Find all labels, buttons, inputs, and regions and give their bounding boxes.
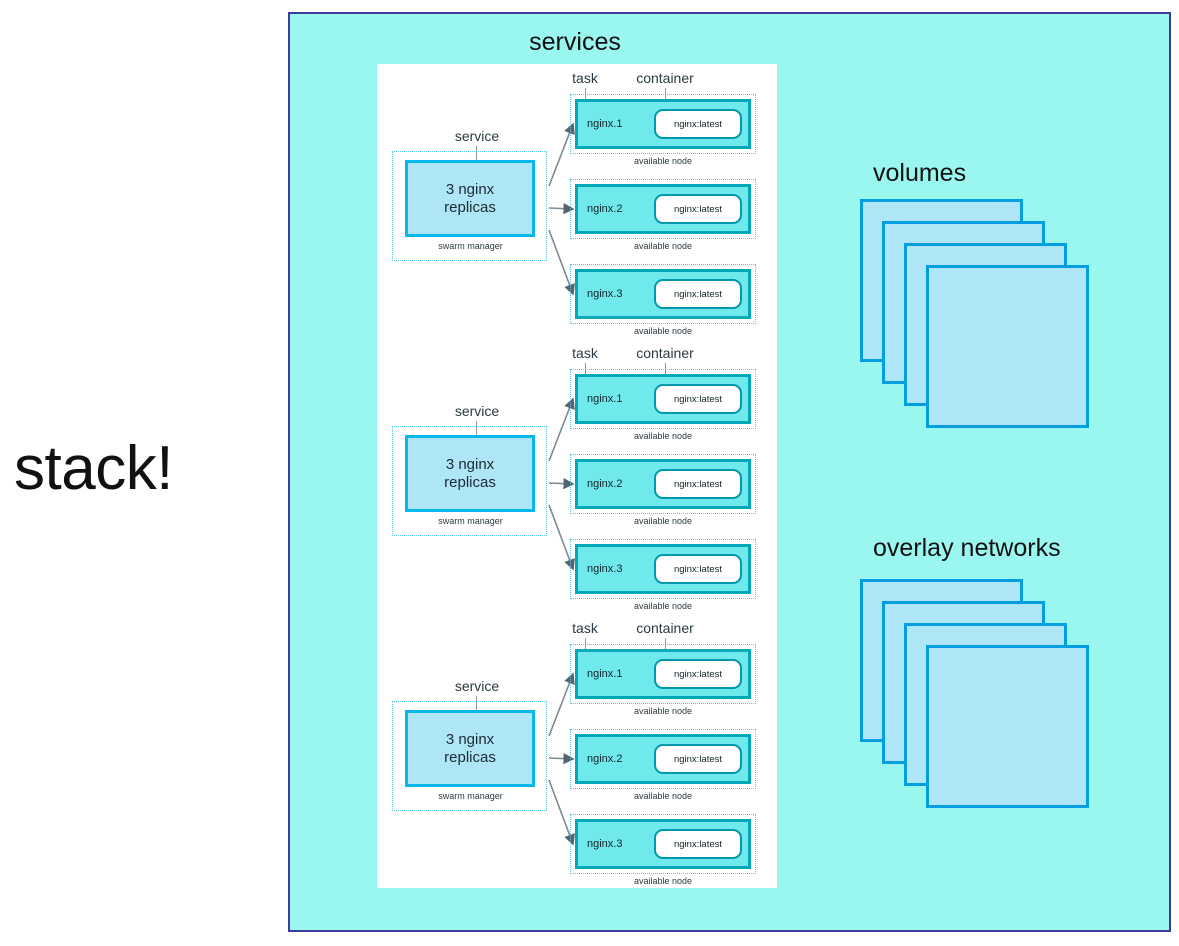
service-box-label: 3 nginx replicas xyxy=(444,456,496,491)
volume-card[interactable] xyxy=(926,265,1089,428)
available-node-label: available node xyxy=(633,431,693,441)
available-node-label: available node xyxy=(633,156,693,166)
service-box[interactable]: 3 nginx replicas xyxy=(405,435,535,512)
container-box[interactable]: nginx:latest xyxy=(654,829,742,859)
container-box[interactable]: nginx:latest xyxy=(654,279,742,309)
container-image-name: nginx:latest xyxy=(673,563,723,575)
container-box[interactable]: nginx:latest xyxy=(654,109,742,139)
service-group: task container service 3 nginx replicas … xyxy=(377,341,777,611)
service-box[interactable]: 3 nginx replicas xyxy=(405,160,535,237)
task-name: nginx.1 xyxy=(587,668,623,680)
service-replicas-line2: replicas xyxy=(444,748,496,766)
service-box-label: 3 nginx replicas xyxy=(444,181,496,216)
container-image-name: nginx:latest xyxy=(673,288,723,300)
service-group: task container service 3 nginx replicas … xyxy=(377,66,777,336)
container-image-name: nginx:latest xyxy=(673,203,723,215)
container-image-name: nginx:latest xyxy=(673,393,723,405)
available-node-label: available node xyxy=(633,791,693,801)
task-heading: task xyxy=(572,620,598,636)
service-replicas-line1: 3 nginx xyxy=(445,455,495,473)
container-box[interactable]: nginx:latest xyxy=(654,384,742,414)
volumes-heading: volumes xyxy=(873,159,967,187)
task-box[interactable]: nginx.3 nginx:latest xyxy=(575,269,751,319)
available-node-label: available node xyxy=(633,326,693,336)
service-group: task container service 3 nginx replicas … xyxy=(377,616,777,886)
services-heading: services xyxy=(529,28,621,56)
available-node-label: available node xyxy=(633,876,693,886)
container-image-name: nginx:latest xyxy=(673,753,723,765)
task-box[interactable]: nginx.1 nginx:latest xyxy=(575,649,751,699)
available-node-label: available node xyxy=(633,706,693,716)
swarm-manager-label: swarm manager xyxy=(438,241,503,251)
swarm-manager-boundary: 3 nginx replicas swarm manager xyxy=(392,701,547,811)
task-box[interactable]: nginx.3 nginx:latest xyxy=(575,819,751,869)
available-node: nginx.3 nginx:latest xyxy=(570,264,756,324)
task-name: nginx.2 xyxy=(587,478,623,490)
available-node-label: available node xyxy=(633,516,693,526)
page-title: stack! xyxy=(14,434,173,503)
task-box[interactable]: nginx.3 nginx:latest xyxy=(575,544,751,594)
container-image-name: nginx:latest xyxy=(673,668,723,680)
service-heading: service xyxy=(454,678,500,694)
overlay-network-card[interactable] xyxy=(926,645,1089,808)
service-replicas-line1: 3 nginx xyxy=(445,730,495,748)
task-name: nginx.3 xyxy=(587,563,623,575)
task-box[interactable]: nginx.2 nginx:latest xyxy=(575,184,751,234)
swarm-manager-boundary: 3 nginx replicas swarm manager xyxy=(392,151,547,261)
container-image-name: nginx:latest xyxy=(673,478,723,490)
container-box[interactable]: nginx:latest xyxy=(654,659,742,689)
available-node: nginx.2 nginx:latest xyxy=(570,729,756,789)
task-box[interactable]: nginx.2 nginx:latest xyxy=(575,459,751,509)
container-image-name: nginx:latest xyxy=(673,838,723,850)
task-box[interactable]: nginx.2 nginx:latest xyxy=(575,734,751,784)
available-node: nginx.2 nginx:latest xyxy=(570,179,756,239)
swarm-manager-boundary: 3 nginx replicas swarm manager xyxy=(392,426,547,536)
available-node: nginx.3 nginx:latest xyxy=(570,539,756,599)
task-heading: task xyxy=(572,70,598,86)
container-heading: container xyxy=(636,70,694,86)
swarm-manager-label: swarm manager xyxy=(438,516,503,526)
service-replicas-line2: replicas xyxy=(444,198,496,216)
overlay-networks-heading: overlay networks xyxy=(873,534,1061,562)
task-box[interactable]: nginx.1 nginx:latest xyxy=(575,99,751,149)
task-name: nginx.2 xyxy=(587,203,623,215)
available-node-label: available node xyxy=(633,601,693,611)
available-node: nginx.1 nginx:latest xyxy=(570,644,756,704)
container-box[interactable]: nginx:latest xyxy=(654,554,742,584)
container-image-name: nginx:latest xyxy=(673,118,723,130)
available-node-label: available node xyxy=(633,241,693,251)
service-replicas-line1: 3 nginx xyxy=(445,180,495,198)
services-panel: task container service 3 nginx replicas … xyxy=(377,64,777,888)
available-node: nginx.1 nginx:latest xyxy=(570,369,756,429)
service-heading: service xyxy=(454,403,500,419)
task-name: nginx.1 xyxy=(587,118,623,130)
available-node: nginx.3 nginx:latest xyxy=(570,814,756,874)
task-name: nginx.1 xyxy=(587,393,623,405)
service-heading: service xyxy=(454,128,500,144)
service-box[interactable]: 3 nginx replicas xyxy=(405,710,535,787)
container-box[interactable]: nginx:latest xyxy=(654,469,742,499)
volumes-stack xyxy=(860,199,1120,428)
available-node: nginx.2 nginx:latest xyxy=(570,454,756,514)
container-heading: container xyxy=(636,620,694,636)
container-box[interactable]: nginx:latest xyxy=(654,744,742,774)
task-name: nginx.3 xyxy=(587,288,623,300)
container-box[interactable]: nginx:latest xyxy=(654,194,742,224)
service-box-label: 3 nginx replicas xyxy=(444,731,496,766)
task-name: nginx.2 xyxy=(587,753,623,765)
stack-panel: services task container service 3 nginx … xyxy=(288,12,1171,932)
overlay-networks-stack xyxy=(860,579,1120,808)
swarm-manager-label: swarm manager xyxy=(438,791,503,801)
task-name: nginx.3 xyxy=(587,838,623,850)
task-heading: task xyxy=(572,345,598,361)
available-node: nginx.1 nginx:latest xyxy=(570,94,756,154)
task-box[interactable]: nginx.1 nginx:latest xyxy=(575,374,751,424)
service-replicas-line2: replicas xyxy=(444,473,496,491)
container-heading: container xyxy=(636,345,694,361)
